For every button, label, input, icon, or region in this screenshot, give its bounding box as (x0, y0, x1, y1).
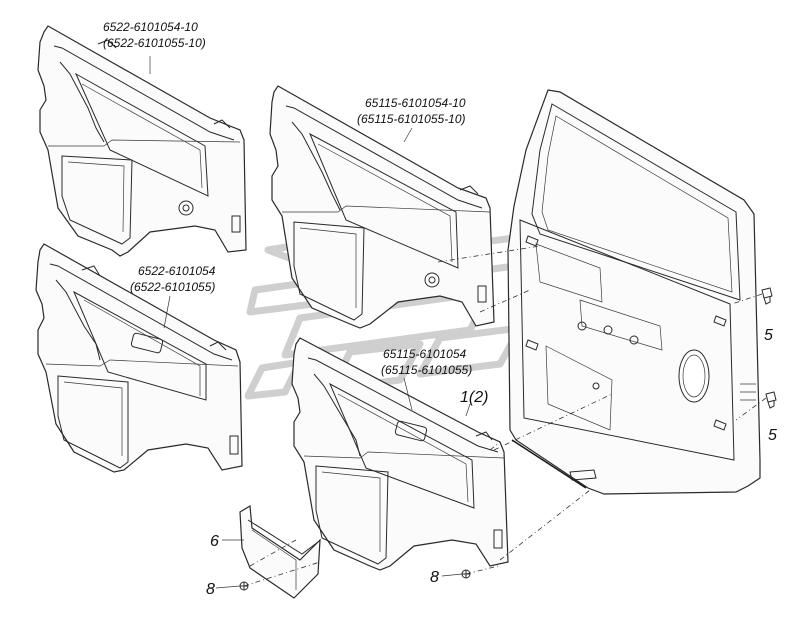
callout-clip-upper: 5 (764, 327, 773, 344)
label-panel-top-left-alt: (6522-6101055-10) (103, 36, 206, 50)
door-panel-65115-6101054 (291, 337, 509, 571)
door-pocket (239, 504, 321, 599)
label-panel-bot-mid: 65115-6101054 (383, 347, 467, 361)
door-panel-6522-6101054 (35, 243, 243, 473)
clip-lower (765, 391, 777, 409)
clip-upper (761, 287, 773, 305)
callout-screw-left: 8 (206, 581, 215, 598)
label-panel-top-mid-alt: (65115-6101055-10) (357, 112, 466, 126)
label-panel-top-mid: 65115-6101054-10 (365, 96, 466, 110)
door-panel-6522-6101054-10 (37, 25, 247, 257)
callout-screw-mid: 8 (430, 569, 439, 586)
assembly-lines (243, 245, 767, 587)
label-panel-bot-left-alt: (6522-6101055) (130, 280, 215, 294)
label-panel-top-left: 6522-6101054-10 (103, 20, 198, 34)
callout-panel: 1(2) (460, 389, 488, 406)
leader-lines (149, 56, 471, 589)
label-panel-bot-left: 6522-6101054 (138, 264, 216, 278)
door-panel-65115-6101054-10 (269, 85, 495, 329)
door-frame (507, 89, 761, 495)
callout-pocket: 6 (210, 533, 219, 550)
callout-clip-lower: 5 (768, 427, 777, 444)
label-panel-bot-mid-alt: (65115-6101055) (381, 363, 472, 377)
